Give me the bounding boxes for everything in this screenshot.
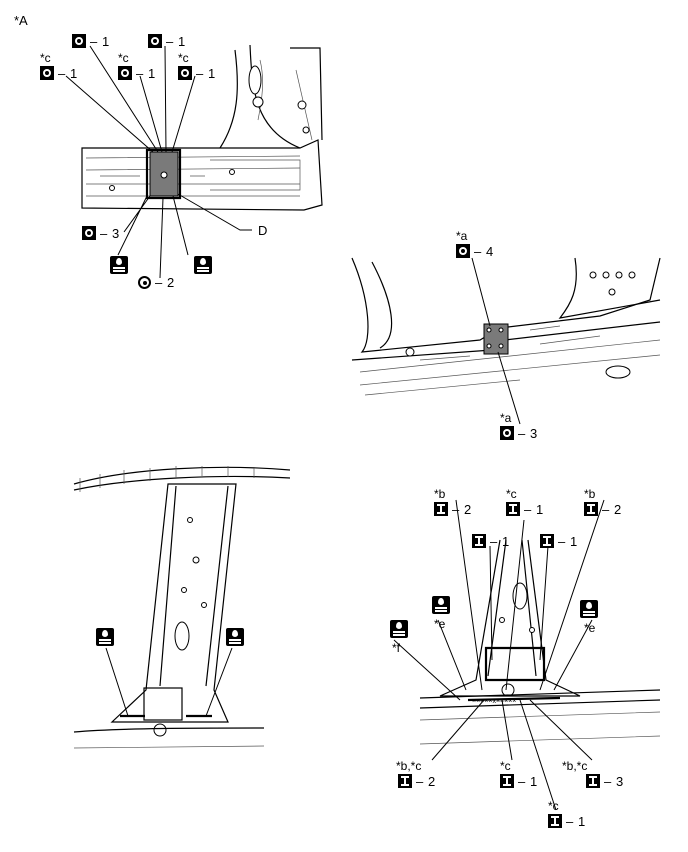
adhesive-icon <box>194 256 212 274</box>
callout-note: *b,*c <box>396 759 422 773</box>
svg-text:×××××x×××××: ×××××x××××× <box>472 698 516 705</box>
callout-note: *c <box>506 487 517 501</box>
callout-dash: – <box>604 774 612 789</box>
center-pillar-view-2: ×××××x××××× <box>419 539 661 745</box>
plug-weld-icon <box>584 502 598 516</box>
callout-dash: – <box>474 244 482 259</box>
callout-dash: – <box>136 66 144 81</box>
callout-note: *e <box>434 617 446 631</box>
callout-number: 1 <box>208 66 216 81</box>
callout-number: 2 <box>464 502 472 517</box>
spot-weld-icon <box>500 426 514 440</box>
callout-number: 1 <box>502 534 510 549</box>
callout-note: *c <box>118 51 129 65</box>
plug-weld-icon <box>506 502 520 516</box>
callout-number: 1 <box>70 66 78 81</box>
callout-dash: – <box>558 534 566 549</box>
callout-number: 1 <box>178 34 186 49</box>
adhesive-icon <box>432 596 450 614</box>
spot-weld-icon <box>40 66 54 80</box>
spot-weld-icon <box>148 34 162 48</box>
plug-weld-icon <box>548 814 562 828</box>
view-label-d: D <box>258 223 268 238</box>
spot-weld-icon <box>118 66 132 80</box>
adhesive-icon <box>96 628 114 646</box>
callout-dash: – <box>416 774 424 789</box>
callout-note: *c <box>548 799 559 813</box>
callout-dash: – <box>518 426 526 441</box>
plug-weld-icon <box>398 774 412 788</box>
callout-note: *b <box>434 487 446 501</box>
callout-dash: – <box>452 502 460 517</box>
callout-number: 1 <box>578 814 586 829</box>
adhesive-icon <box>580 600 598 618</box>
page-tag: *A <box>14 13 28 28</box>
spot-weld-icon <box>82 226 96 240</box>
callout-dash: – <box>196 66 204 81</box>
plug-weld-icon <box>540 534 554 548</box>
callout-number: 2 <box>167 275 175 290</box>
callout-note: *c <box>178 51 189 65</box>
callout-number: 1 <box>570 534 578 549</box>
rocker-panel-view-1 <box>81 44 323 211</box>
callout-dash: – <box>58 66 66 81</box>
callout-note: *b,*c <box>562 759 588 773</box>
spot-weld-icon <box>456 244 470 258</box>
callout-number: 3 <box>616 774 624 789</box>
callout-note: *a <box>456 229 468 243</box>
callout-dash: – <box>518 774 526 789</box>
callout-number: 1 <box>536 502 544 517</box>
stud-icon <box>138 276 151 289</box>
callout-dash: – <box>166 34 174 49</box>
callout-note: *b <box>584 487 596 501</box>
callout-number: 2 <box>428 774 436 789</box>
callout-dash: – <box>100 226 108 241</box>
callout-note: *f <box>392 641 401 655</box>
callout-dash: – <box>90 34 98 49</box>
callout-number: 2 <box>614 502 622 517</box>
callout-number: 3 <box>112 226 120 241</box>
plug-weld-icon <box>500 774 514 788</box>
callout-note: *e <box>584 621 596 635</box>
callout-number: 1 <box>102 34 110 49</box>
callout-dash: – <box>524 502 532 517</box>
plug-weld-icon <box>472 534 486 548</box>
callout-note: *c <box>500 759 511 773</box>
spot-weld-icon <box>72 34 86 48</box>
callout-number: 4 <box>486 244 494 259</box>
center-pillar-view-1 <box>73 466 291 749</box>
floor-side-view <box>351 257 661 396</box>
callout-number: 1 <box>148 66 156 81</box>
spot-weld-icon <box>178 66 192 80</box>
callout-note: *c <box>40 51 51 65</box>
callout-dash: – <box>602 502 610 517</box>
callout-number: 1 <box>530 774 538 789</box>
callout-dash: – <box>566 814 574 829</box>
callout-number: 3 <box>530 426 538 441</box>
adhesive-icon <box>110 256 128 274</box>
callout-dash: – <box>490 534 498 549</box>
callout-note: *a <box>500 411 512 425</box>
callout-dash: – <box>155 275 163 290</box>
plug-weld-icon <box>434 502 448 516</box>
adhesive-icon <box>226 628 244 646</box>
plug-weld-icon <box>586 774 600 788</box>
adhesive-icon <box>390 620 408 638</box>
